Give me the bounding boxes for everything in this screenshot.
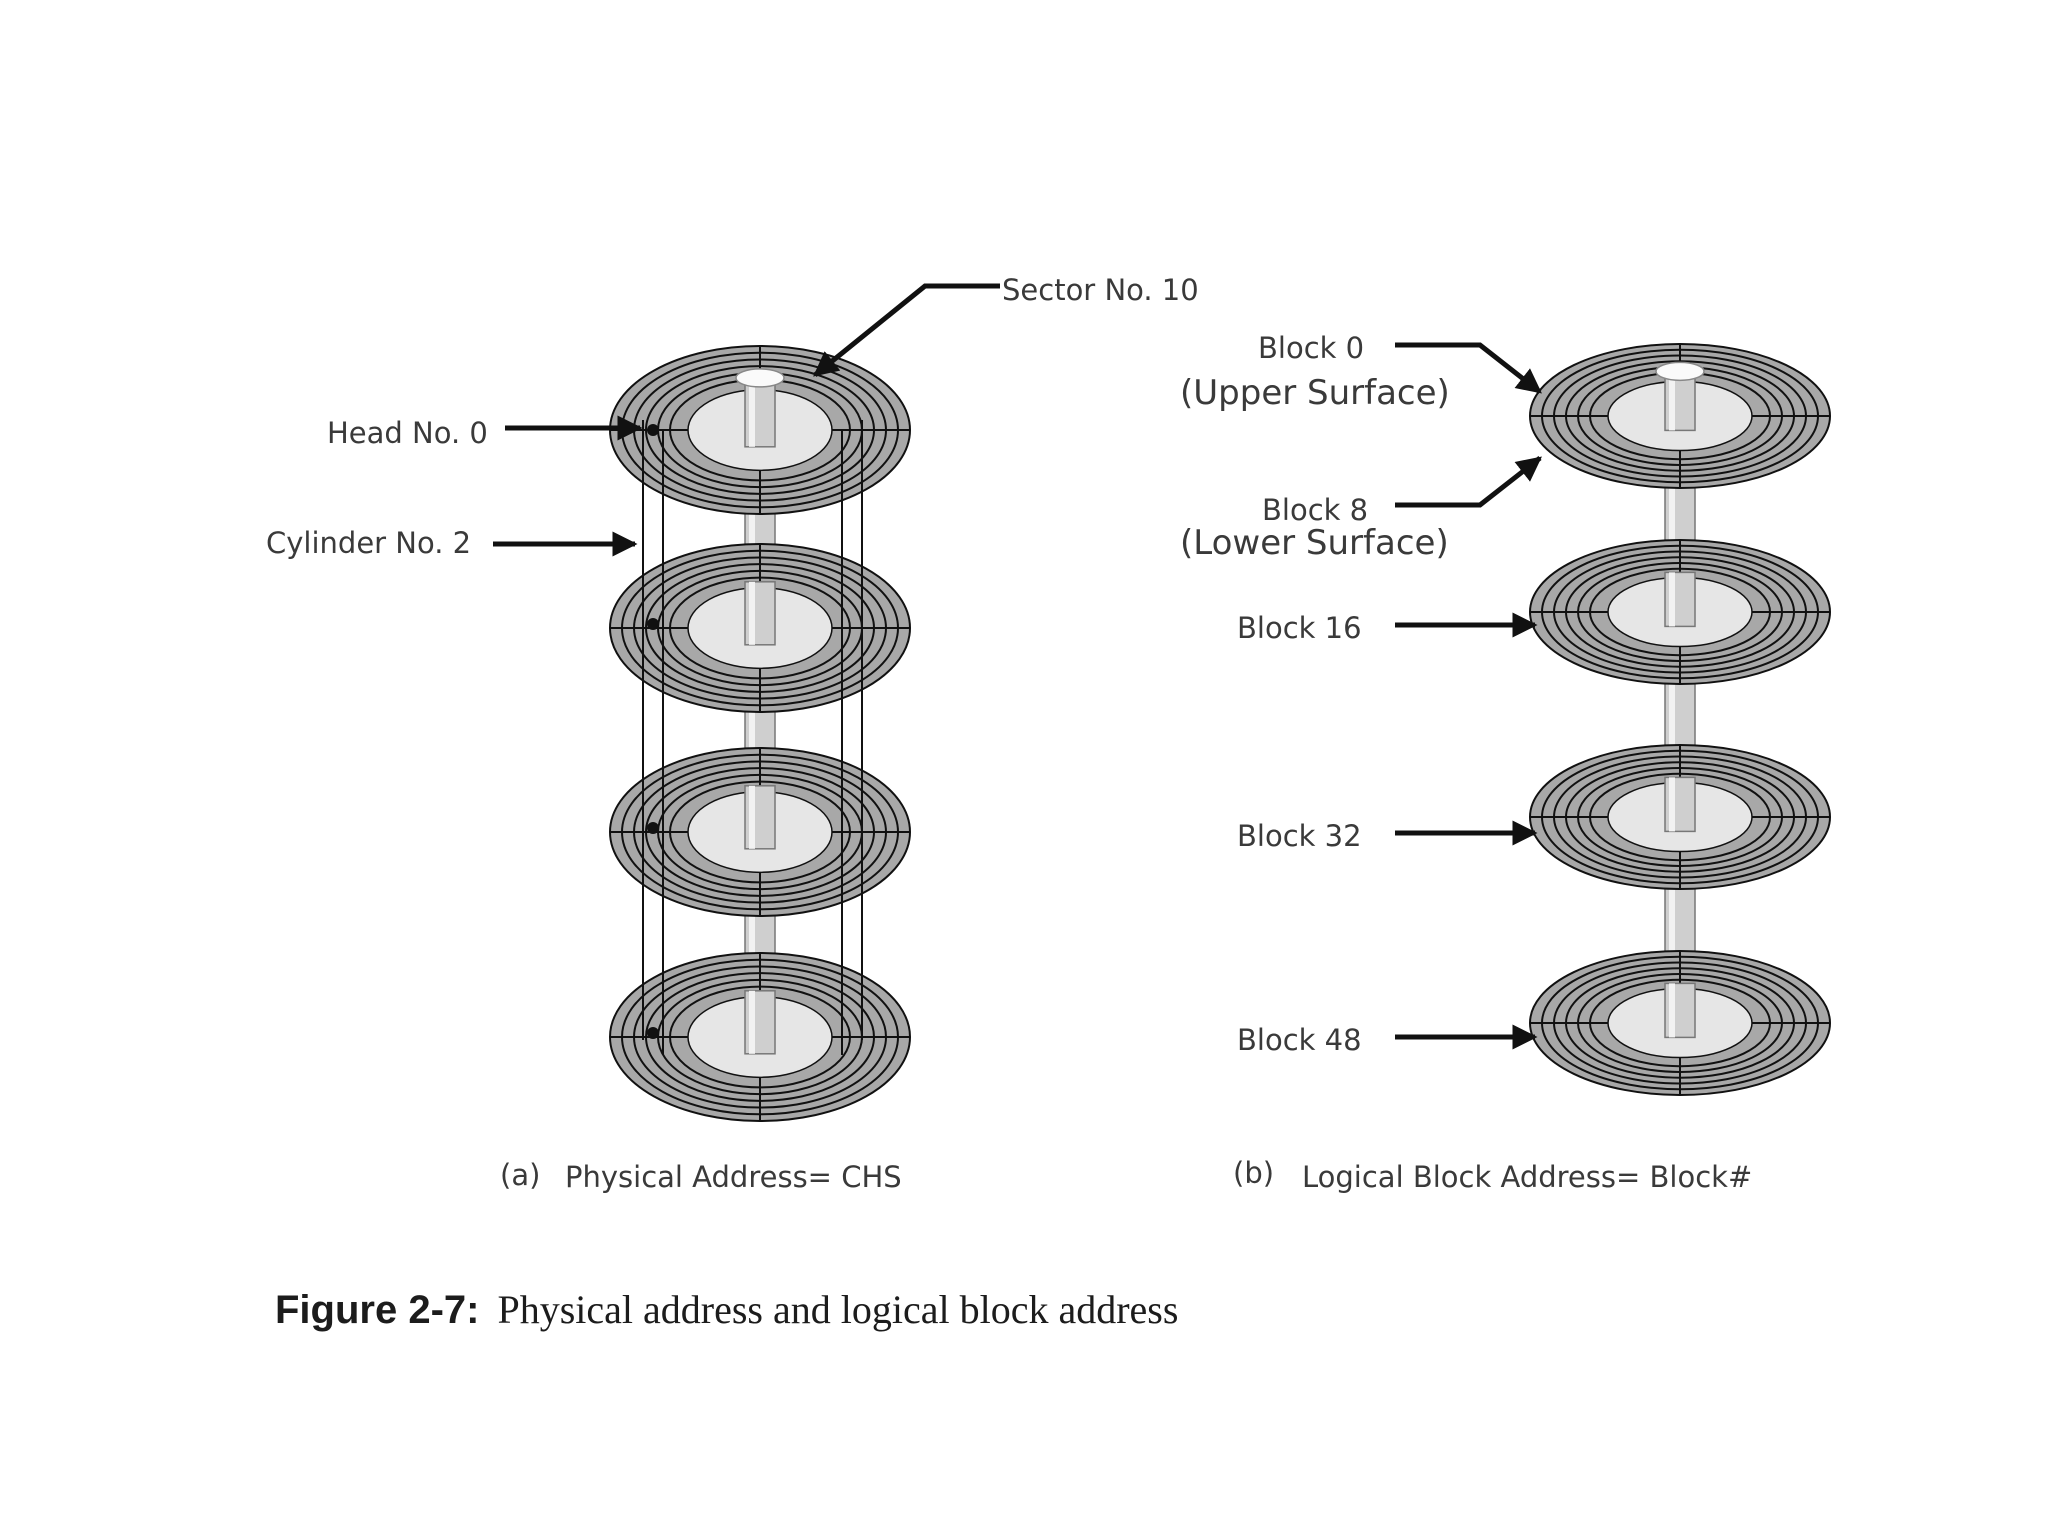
block0-arrow — [1395, 342, 1542, 394]
logical-disk-stack — [1529, 343, 1831, 1096]
sector-arrow — [813, 283, 1000, 377]
spindle-stub — [1664, 776, 1696, 833]
spindle-cap — [735, 368, 785, 388]
spindle-stub — [1664, 375, 1696, 432]
panel-a-caption: Physical Address= CHS — [565, 1160, 902, 1194]
block8-arrow — [1395, 456, 1542, 508]
figure-caption: Figure 2-7: Physical address and logical… — [275, 1287, 1178, 1332]
upper-surface-label: (Upper Surface) — [1180, 373, 1450, 413]
panel-b-caption-prefix: (b) — [1233, 1156, 1274, 1190]
head-label: Head No. 0 — [327, 416, 488, 450]
spindle-stub — [744, 581, 776, 646]
figure-number: Figure 2-7: — [275, 1288, 479, 1332]
head-markers — [647, 424, 659, 1039]
spindle-stub — [1664, 571, 1696, 628]
spindle-stub — [1664, 982, 1696, 1039]
panel-b-arrows — [1395, 342, 1542, 1050]
block16-label: Block 16 — [1237, 611, 1362, 645]
spindle-stub — [744, 785, 776, 850]
block32-label: Block 32 — [1237, 819, 1362, 853]
spindle-cap — [1655, 361, 1705, 382]
spindle-stub — [744, 990, 776, 1055]
sector-label: Sector No. 10 — [1002, 273, 1199, 307]
spindle-stub — [744, 383, 776, 448]
figure-caption-text: Physical address and logical block addre… — [497, 1287, 1178, 1332]
panel-a-arrows — [493, 283, 1000, 557]
physical-disk-stack — [609, 345, 911, 1122]
block0-label: Block 0 — [1258, 331, 1364, 365]
block8-label: Block 8 — [1262, 493, 1368, 527]
panel-a-caption-prefix: (a) — [500, 1158, 540, 1192]
cylinder-label: Cylinder No. 2 — [266, 526, 471, 560]
block48-label: Block 48 — [1237, 1023, 1362, 1057]
panel-b-caption: Logical Block Address= Block# — [1302, 1160, 1752, 1194]
lower-surface-label: (Lower Surface) — [1180, 523, 1449, 563]
cylinder-lines — [642, 420, 863, 1055]
